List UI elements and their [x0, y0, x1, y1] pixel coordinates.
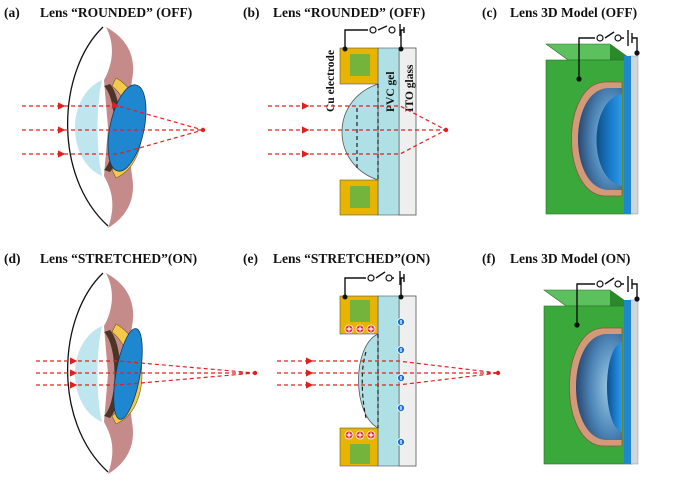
switch-contact-c2 [614, 34, 622, 42]
terminal-c2 [634, 50, 640, 56]
focal-point-d [252, 370, 258, 376]
eye-outline [66, 26, 109, 227]
eye-crystalline-lens-d [113, 328, 143, 420]
negative-charges [396, 317, 405, 446]
electrode-top-core-b [350, 54, 370, 76]
eye-cornea-d [75, 326, 102, 422]
switch-contact-b1 [369, 26, 377, 34]
panel-e-tag: (e) [243, 251, 258, 266]
panel-b-title: Lens “ROUNDED” (OFF) [273, 5, 425, 20]
device-stretched [339, 271, 417, 467]
positive-charges-top [344, 324, 376, 334]
focal-point-b [443, 127, 449, 133]
ray-a-top [22, 101, 204, 131]
electrode-bot-core-e [350, 444, 370, 464]
terminal-f2 [634, 296, 640, 302]
ray-a-bot [22, 129, 204, 155]
panel-e-title: Lens “STRETCHED”(ON) [273, 251, 430, 266]
gel-layer-f [624, 300, 631, 464]
lens-dome-f [607, 342, 622, 432]
plus-glyph [346, 326, 352, 332]
glass-layer-c [629, 55, 639, 215]
lens-dome-c [596, 94, 622, 186]
gel-layer-c [624, 56, 631, 214]
panel-a-title: Lens “ROUNDED” (OFF) [40, 5, 192, 20]
switch-contact-e2 [385, 274, 393, 282]
focal-point-a [200, 127, 206, 133]
switch-contact-c1 [596, 34, 604, 42]
light-rays-b [268, 102, 449, 158]
switch-contact-f2 [614, 280, 622, 288]
eye-diagram-rounded [66, 26, 147, 228]
panel-d-title: Lens “STRETCHED”(ON) [40, 251, 197, 266]
plus-glyph [346, 432, 352, 438]
switch-contact-b2 [388, 26, 396, 34]
terminal-f1 [574, 322, 580, 328]
eye-diagram-stretched [66, 272, 143, 474]
switch-contact-f1 [596, 280, 604, 288]
plus-glyph [357, 326, 363, 332]
ray-e-top [277, 360, 499, 374]
circuit-wire-e [344, 271, 405, 296]
light-rays-e [277, 357, 501, 389]
label-pvc-gel: PVC gel [385, 71, 397, 112]
gel-bulge-b [341, 83, 379, 181]
gel-bulge-e [358, 333, 379, 429]
terminal-b2 [398, 46, 404, 52]
device-rounded: Cu electrode PVC gel ITO glass [325, 24, 417, 216]
ray-b-top [268, 105, 447, 131]
ray-b-bot [268, 129, 447, 155]
plus-glyph [357, 432, 363, 438]
pvc-gel-e [377, 295, 400, 467]
positive-charges-bottom [344, 430, 376, 440]
plus-glyph [368, 326, 374, 332]
label-cu-electrode: Cu electrode [325, 50, 337, 112]
eye-outline-d [66, 272, 109, 473]
panel-f-tag: (f) [482, 251, 496, 266]
terminal-e2 [398, 294, 404, 300]
terminal-b1 [342, 46, 348, 52]
lens-3d-model-on [543, 276, 640, 465]
panel-c-title: Lens 3D Model (OFF) [510, 5, 637, 20]
light-rays-a [22, 101, 206, 158]
panel-d-tag: (d) [4, 251, 21, 266]
panel-b-tag: (b) [243, 5, 260, 20]
lens-3d-model-off [545, 30, 640, 215]
terminal-c1 [576, 76, 582, 82]
electrode-bot-core-b [350, 186, 370, 208]
ray-d-bot [36, 372, 256, 386]
panel-a-tag: (a) [4, 5, 20, 20]
glass-layer-f [629, 299, 639, 465]
circuit-wire-c [578, 30, 638, 78]
eye-cornea [75, 80, 102, 176]
plus-glyph [368, 432, 374, 438]
light-rays-d [36, 357, 258, 389]
circuit-wire-f [576, 276, 638, 324]
panel-f-title: Lens 3D Model (ON) [510, 251, 630, 266]
terminal-e1 [342, 294, 348, 300]
switch-contact-e1 [367, 274, 375, 282]
label-ito-glass: ITO glass [404, 64, 416, 112]
focal-point-e [495, 370, 501, 376]
ray-e-bot [277, 372, 499, 386]
panel-c-tag: (c) [482, 5, 497, 20]
electrode-top-core-e [350, 300, 370, 322]
ray-d-top [36, 360, 256, 374]
